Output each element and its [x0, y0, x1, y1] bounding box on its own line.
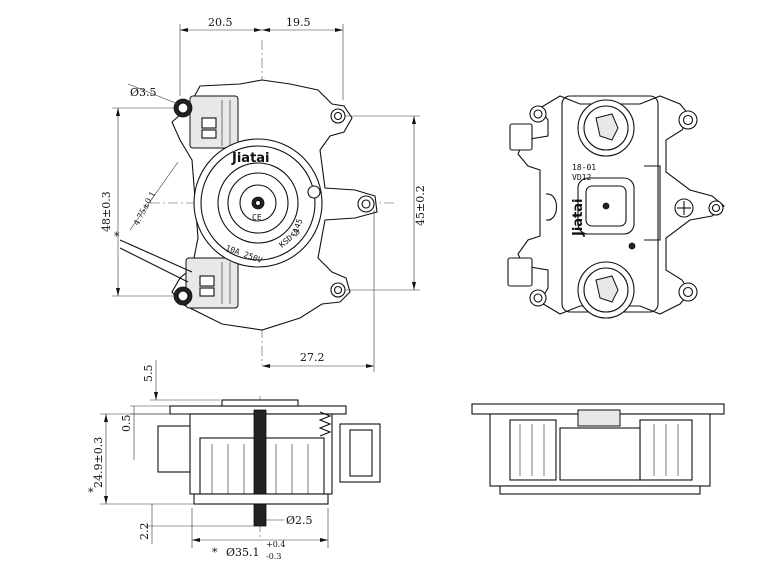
side-view: [157, 396, 381, 540]
dim-star-mark-b: *: [88, 486, 94, 499]
rear-version-code: VD12: [572, 173, 591, 182]
rear-brand-label: Jiatai: [571, 198, 586, 237]
front-ce-mark: CE: [252, 213, 262, 222]
dim-height-45: 45±0.2: [414, 185, 427, 226]
side-view-rear: [471, 403, 725, 495]
dim-top-left-width: 20.5: [208, 16, 233, 29]
dim-side-22: 2.2: [138, 523, 151, 541]
rear-view: 18-01 VD12 Jiatai: [507, 95, 725, 319]
dim-offset-475: 4.75±0.1: [132, 190, 157, 227]
dim-width-272: 27.2: [300, 351, 325, 364]
dim-base-tol-minus: -0.3: [266, 552, 281, 561]
dim-top-right-width: 19.5: [286, 16, 311, 29]
front-view: Jiatai CE 10A 250V T145 KSD-8: [119, 40, 395, 365]
dim-hole-diameter: Ø3.5: [130, 86, 157, 99]
dim-side-05: 0.5: [120, 415, 133, 433]
front-brand-label: Jiatai: [231, 151, 270, 166]
dim-pin-diameter: Ø2.5: [286, 514, 313, 527]
dim-star-mark-a: *: [114, 230, 120, 243]
dim-side-55: 5.5: [142, 365, 155, 383]
screw-icon: [674, 198, 694, 218]
side-dimensions: 5.5 0.5 24.9±0.3 * 2.2 Ø2.5 * Ø35.1 +0.4…: [88, 360, 329, 561]
dim-height-48: 48±0.3: [100, 191, 113, 232]
mounting-hole-icon: [173, 286, 193, 306]
dim-side-249: 24.9±0.3: [92, 437, 105, 488]
mounting-hole-icon: [173, 98, 193, 118]
dim-base-diameter: Ø35.1: [226, 546, 260, 559]
dim-base-tol-plus: +0.4: [266, 540, 285, 549]
dim-star-mark-c: *: [212, 546, 218, 559]
rear-part-code: 18-01: [572, 163, 596, 172]
